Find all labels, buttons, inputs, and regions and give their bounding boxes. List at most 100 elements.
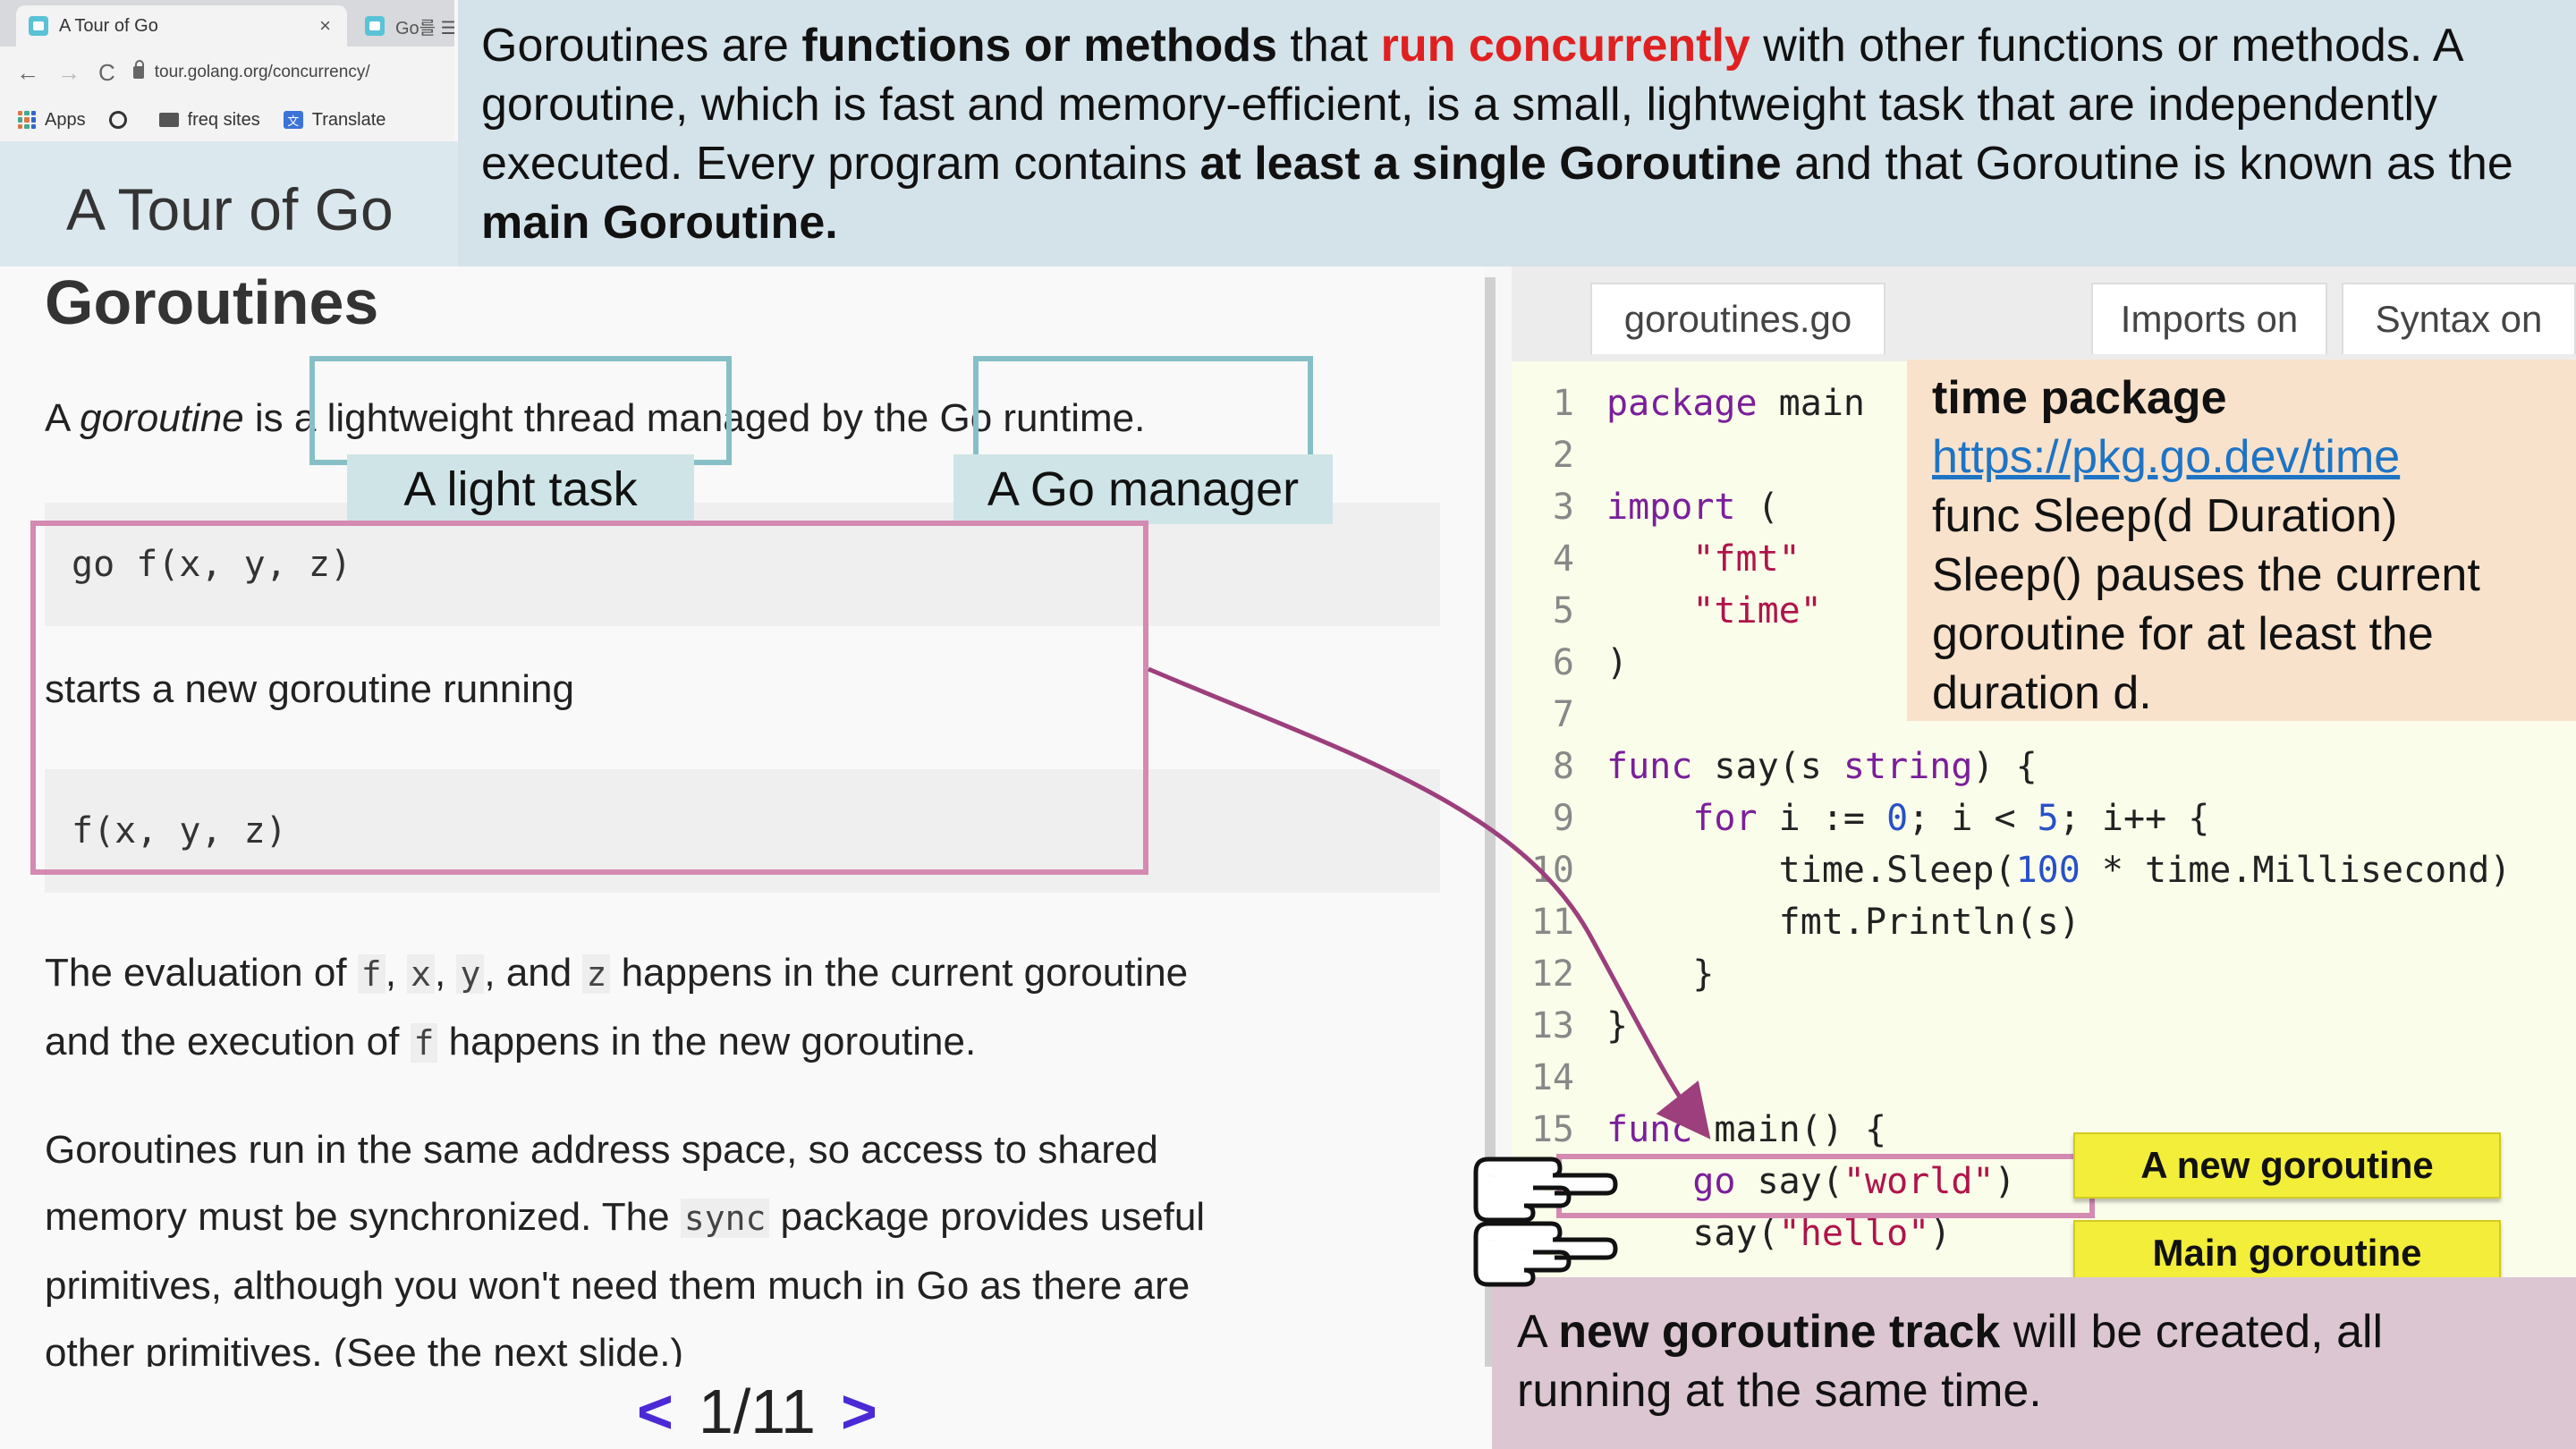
pane-divider-scrollbar[interactable]: [1485, 277, 1496, 1368]
bookmark-freq-sites[interactable]: freq sites: [158, 109, 260, 131]
bookmark-label: Apps: [45, 109, 86, 130]
browser-tab-active[interactable]: A Tour of Go ×: [16, 5, 347, 47]
translate-icon: 文: [283, 111, 303, 129]
code-text: ) {: [1972, 746, 2038, 787]
code-line: go say("world"): [1512, 1156, 2576, 1208]
eval-text: ,: [435, 951, 457, 995]
inline-code: y: [456, 954, 485, 994]
bookmark-apps[interactable]: Apps: [18, 110, 86, 131]
string-literal: "world": [1843, 1161, 1995, 1202]
line-number: 9: [1552, 798, 1574, 839]
bookmark-globe[interactable]: [108, 111, 136, 129]
line-number: 3: [1552, 487, 1574, 528]
light-task-label: A light task: [347, 454, 694, 524]
line-number: 14: [1530, 1057, 1574, 1098]
eval-text: and the execution of: [45, 1020, 411, 1063]
lock-icon: [132, 60, 144, 79]
code-text: }: [1606, 1005, 1629, 1046]
note-text: with other functions or methods. A gorou…: [481, 20, 2462, 190]
line-number: 15: [1530, 1109, 1574, 1150]
note-bold: functions or methods: [801, 20, 1277, 72]
code-text: }: [1692, 953, 1715, 995]
code-text: ): [1994, 1161, 2016, 1202]
note-bold: new goroutine track: [1558, 1306, 2001, 1358]
shared-memory-paragraph: Goroutines run in the same address space…: [45, 1116, 1205, 1367]
code-text: (: [1735, 487, 1779, 528]
code-line: 3 import (: [1512, 481, 2576, 533]
code-line: 10 time.Sleep(100 * time.Millisecond): [1512, 844, 2576, 896]
number-literal: 0: [1886, 798, 1909, 839]
note-bold: at least a single Goroutine: [1199, 138, 1782, 190]
keyword: func: [1606, 746, 1693, 787]
eval-text: ,: [385, 951, 408, 995]
forward-icon[interactable]: →: [57, 58, 80, 86]
url-field[interactable]: tour.golang.org/concurrency/: [132, 60, 370, 82]
line-number: 10: [1530, 850, 1574, 891]
code-line: 5 "time": [1512, 585, 2576, 637]
code-line: 12 }: [1512, 948, 2576, 1000]
note-text: that: [1276, 20, 1381, 72]
tab-goroutines-go[interactable]: goroutines.go: [1590, 283, 1885, 354]
eval-text: , and: [484, 951, 583, 995]
tab-strip: A Tour of Go × Go를 ☰: [0, 0, 454, 47]
eval-text: happens in the current goroutine: [610, 951, 1189, 995]
intro-paragraph: A goroutine is a lightweight thread mana…: [45, 385, 1145, 452]
browser-tab-title: A Tour of Go: [59, 15, 158, 36]
note-bold: main Goroutine.: [481, 197, 838, 249]
line-number: 1: [1552, 383, 1574, 424]
reload-icon[interactable]: C: [98, 58, 115, 86]
code-text: i :=: [1757, 798, 1887, 839]
runtime-highlight-box: [973, 356, 1313, 465]
intro-runtime: the Go runtime.: [874, 396, 1146, 440]
shared-text: memory must be synchronized. The: [45, 1195, 681, 1239]
main-goroutine-tag: Main goroutine: [2073, 1220, 2501, 1286]
keyword: package: [1606, 383, 1758, 424]
note-text: will be created, all: [2000, 1306, 2384, 1358]
evaluation-paragraph: The evaluation of f, x, y, and z happens…: [45, 939, 1188, 1077]
intro-text: A: [45, 396, 80, 440]
tour-title[interactable]: A Tour of Go: [66, 176, 394, 242]
goroutine-track-note: A new goroutine track will be created, a…: [1492, 1277, 2576, 1449]
code-line: 2: [1512, 429, 2576, 481]
intro-thread: a lightweight thread: [293, 396, 636, 440]
syntax-toggle-button[interactable]: Syntax on: [2342, 283, 2576, 354]
intro-text: is: [243, 396, 294, 440]
time-note-desc: Sleep() pauses the current: [1932, 549, 2480, 601]
bookmark-translate[interactable]: 文 Translate: [283, 109, 386, 131]
note-text: and that Goroutine is known as the: [1781, 138, 2513, 190]
goroutine-definition-note: Goroutines are functions or methods that…: [458, 0, 2576, 267]
imports-toggle-button[interactable]: Imports on: [2091, 283, 2327, 354]
back-icon[interactable]: ←: [16, 58, 39, 86]
browser-tab-inactive[interactable]: Go를 ☰: [356, 5, 454, 47]
inline-code: x: [407, 954, 436, 994]
time-note-desc: duration d.: [1932, 667, 2152, 719]
url-text: tour.golang.org/concurrency/: [154, 63, 370, 81]
next-page-button[interactable]: >: [840, 1377, 877, 1446]
bookmark-label: freq sites: [187, 109, 260, 130]
code-line: say("hello"): [1512, 1208, 2576, 1259]
gopher-favicon-icon: [365, 16, 385, 36]
code-line: 13}: [1512, 1000, 2576, 1052]
note-text: running at the same time.: [1517, 1365, 2042, 1417]
keyword: import: [1606, 487, 1736, 528]
number-literal: 5: [2037, 798, 2059, 839]
bookmark-label: Translate: [311, 109, 386, 130]
go-line-divider: [1556, 1213, 2095, 1218]
code-text: say(s: [1692, 746, 1843, 787]
lesson-title: Goroutines: [45, 267, 379, 337]
folder-icon: [158, 113, 179, 127]
line-number: 7: [1552, 694, 1574, 735]
inline-code: sync: [680, 1199, 770, 1238]
string-literal: "hello": [1778, 1213, 1930, 1254]
line-number: 13: [1530, 1005, 1574, 1046]
gopher-favicon-icon: [29, 16, 48, 36]
editor-tab-bar: goroutines.go Imports on Syntax on: [1512, 267, 2576, 361]
keyword: func: [1606, 1109, 1693, 1150]
close-icon[interactable]: ×: [319, 14, 331, 37]
time-package-link[interactable]: https://pkg.go.dev/time: [1932, 431, 2401, 483]
line-number: 2: [1552, 435, 1574, 476]
prev-page-button[interactable]: <: [637, 1377, 674, 1446]
go-manager-label: A Go manager: [953, 454, 1333, 524]
code-text: ; i++ {: [2058, 798, 2210, 839]
